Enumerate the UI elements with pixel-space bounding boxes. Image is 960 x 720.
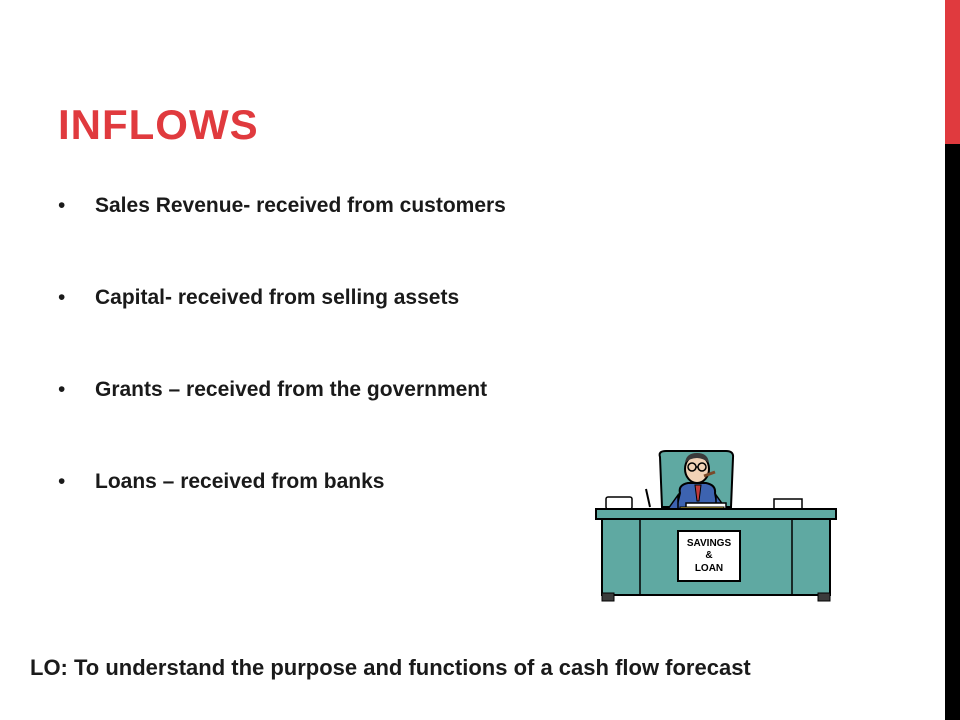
sign-line-3: LOAN [695,563,723,574]
bullet-text: Loans – received from banks [95,470,385,493]
bullet-item: • Grants – received from the government [58,374,506,466]
side-accent-bar [945,0,960,144]
bullet-text: Capital- received from selling assets [95,286,460,309]
sign-line-1: SAVINGS [687,538,732,549]
side-dark-bar [945,144,960,720]
bullet-item: • Sales Revenue- received from customers [58,190,506,282]
bullet-dot: • [58,470,66,493]
bullet-dot: • [58,194,66,217]
sign-line-2: & [705,550,712,561]
bullet-item: • Loans – received from banks [58,466,506,558]
bullet-item: • Capital- received from selling assets [58,282,506,374]
bullet-text: Grants – received from the government [95,378,488,401]
learning-objective: LO: To understand the purpose and functi… [30,655,751,680]
bullet-dot: • [58,286,66,309]
slide-title: INFLOWS [58,101,259,148]
banker-desk-clipart: SAVINGS & LOAN [595,450,837,602]
bullet-dot: • [58,378,66,401]
bullet-text: Sales Revenue- received from customers [95,194,506,217]
bullet-list: • Sales Revenue- received from customers… [58,190,506,558]
